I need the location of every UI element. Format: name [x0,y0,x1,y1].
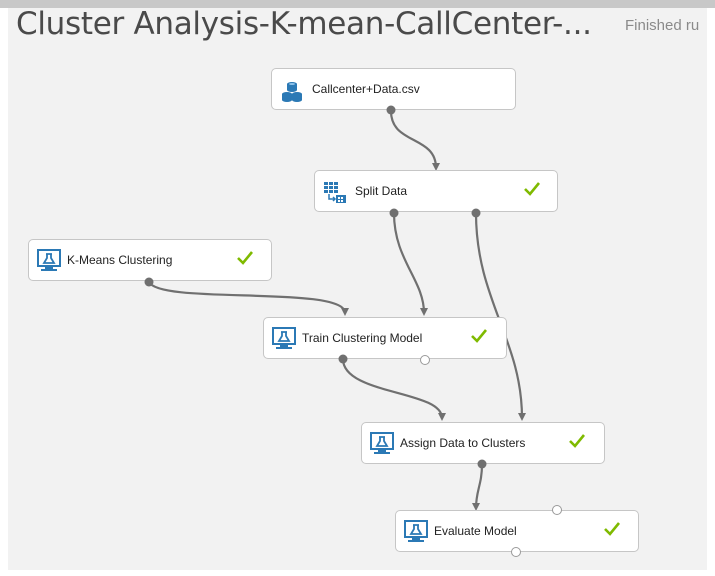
module-label: Train Clustering Model [302,331,423,345]
connector-split-to-assign [474,212,526,421]
module-callcenter-dataset[interactable]: Callcenter+Data.csv [271,68,516,110]
completed-check-icon [237,251,254,265]
completed-check-icon [569,434,586,448]
completed-check-icon [604,522,621,536]
connector-assign-to-evaluate [472,463,484,511]
completed-check-icon [471,329,488,343]
module-label: Callcenter+Data.csv [312,82,420,96]
connector-train-to-assign [341,358,446,421]
run-status: Finished ru [625,17,700,34]
model-icon [272,327,296,349]
module-split-data[interactable]: Split Data [314,170,558,212]
model-icon [404,520,428,542]
dataset-icon [282,82,302,102]
connector-kmeans-to-train [148,281,349,316]
connector-dataset-to-split [389,110,440,171]
module-assign-data-to-clusters[interactable]: Assign Data to Clusters [361,422,605,464]
completed-check-icon [524,182,541,196]
module-kmeans-clustering[interactable]: K-Means Clustering [28,239,272,281]
module-label: Assign Data to Clusters [400,436,526,450]
top-bar [0,0,715,8]
module-label: Split Data [355,184,408,198]
module-train-clustering-model[interactable]: Train Clustering Model [263,317,507,359]
connector-split-to-train [392,212,428,316]
module-label: K-Means Clustering [67,253,173,267]
model-icon [37,249,61,271]
module-evaluate-model[interactable]: Evaluate Model [395,510,639,552]
split-data-icon [324,182,346,203]
module-label: Evaluate Model [434,524,517,538]
experiment-title[interactable]: Cluster Analysis-K-mean-CallCenter-... [16,6,592,42]
model-icon [370,432,394,454]
